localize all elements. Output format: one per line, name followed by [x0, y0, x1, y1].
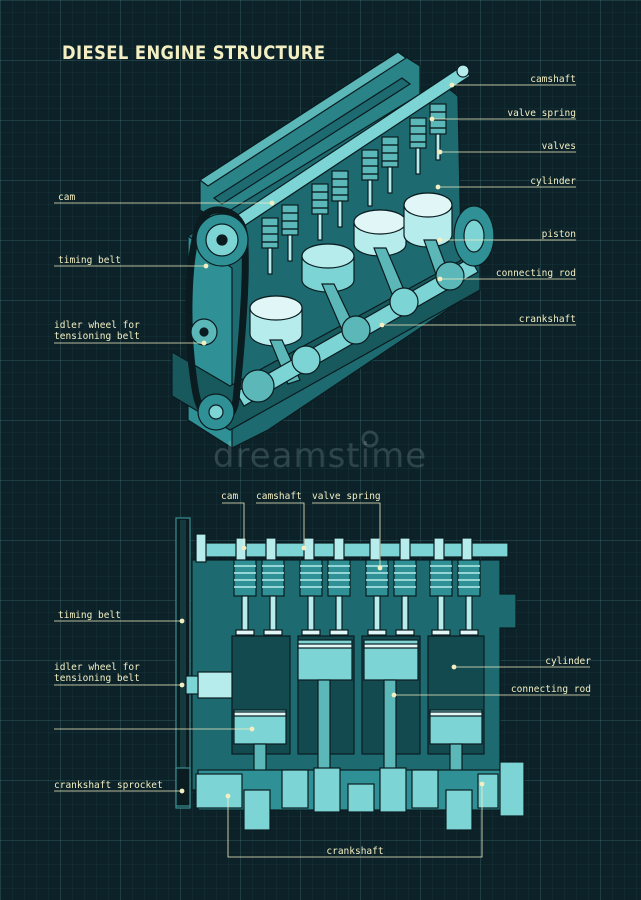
- label-idler-wheel-bottom-line2: tensioning belt: [54, 673, 140, 684]
- label-idler-wheel-top-line1: idler wheel for: [54, 320, 140, 331]
- head-cover-top: [198, 51, 408, 187]
- isometric-engine: [171, 51, 495, 450]
- label-timing-belt-bottom: timing belt: [58, 610, 121, 621]
- crankshaft-iso: [235, 257, 479, 407]
- section-engine: [175, 517, 525, 831]
- label-timing-belt-top: timing belt: [58, 255, 121, 266]
- label-connecting-rod-top: connecting rod: [495, 268, 576, 279]
- label-valve-spring-top: valve spring: [507, 108, 576, 119]
- label-cylinder-top: cylinder: [530, 176, 576, 187]
- idler-wheel: [197, 671, 233, 699]
- page-title: DIESEL ENGINE STRUCTURE: [62, 42, 326, 64]
- label-idler-wheel-bottom-line1: idler wheel for: [54, 662, 140, 673]
- camshaft-end: [456, 64, 470, 78]
- label-cylinder-bottom: cylinder: [545, 656, 591, 667]
- label-crankshaft-sprocket: crankshaft sprocket: [54, 780, 163, 791]
- watermark: dreamstime: [212, 436, 428, 476]
- label-crankshaft-bottom: crankshaft: [326, 846, 384, 857]
- label-cam-bottom: cam: [221, 491, 239, 502]
- label-camshaft-top: camshaft: [530, 74, 576, 85]
- valve-springs-section: [233, 559, 481, 636]
- label-idler-wheel-top-line2: tensioning belt: [54, 331, 140, 342]
- label-cam-top: cam: [58, 192, 76, 203]
- crankshaft-sprocket: [175, 767, 191, 807]
- crankshaft-section: [175, 761, 525, 831]
- label-camshaft-bottom: camshaft: [256, 491, 302, 502]
- label-piston-top: piston: [541, 229, 576, 240]
- label-crankshaft-top: crankshaft: [518, 314, 576, 325]
- bottom-leader-lines: [54, 502, 590, 858]
- top-leader-lines: [54, 82, 576, 346]
- label-valve-spring-bottom: valve spring: [312, 491, 381, 502]
- label-connecting-rod-bottom: connecting rod: [510, 684, 591, 695]
- pistons: [249, 192, 453, 347]
- timing-drive: [185, 206, 249, 431]
- pistons-section: [233, 639, 483, 745]
- head-cover-ridge: [212, 77, 412, 205]
- label-valves-top: valves: [541, 141, 576, 152]
- connecting-rods-section: [253, 679, 463, 785]
